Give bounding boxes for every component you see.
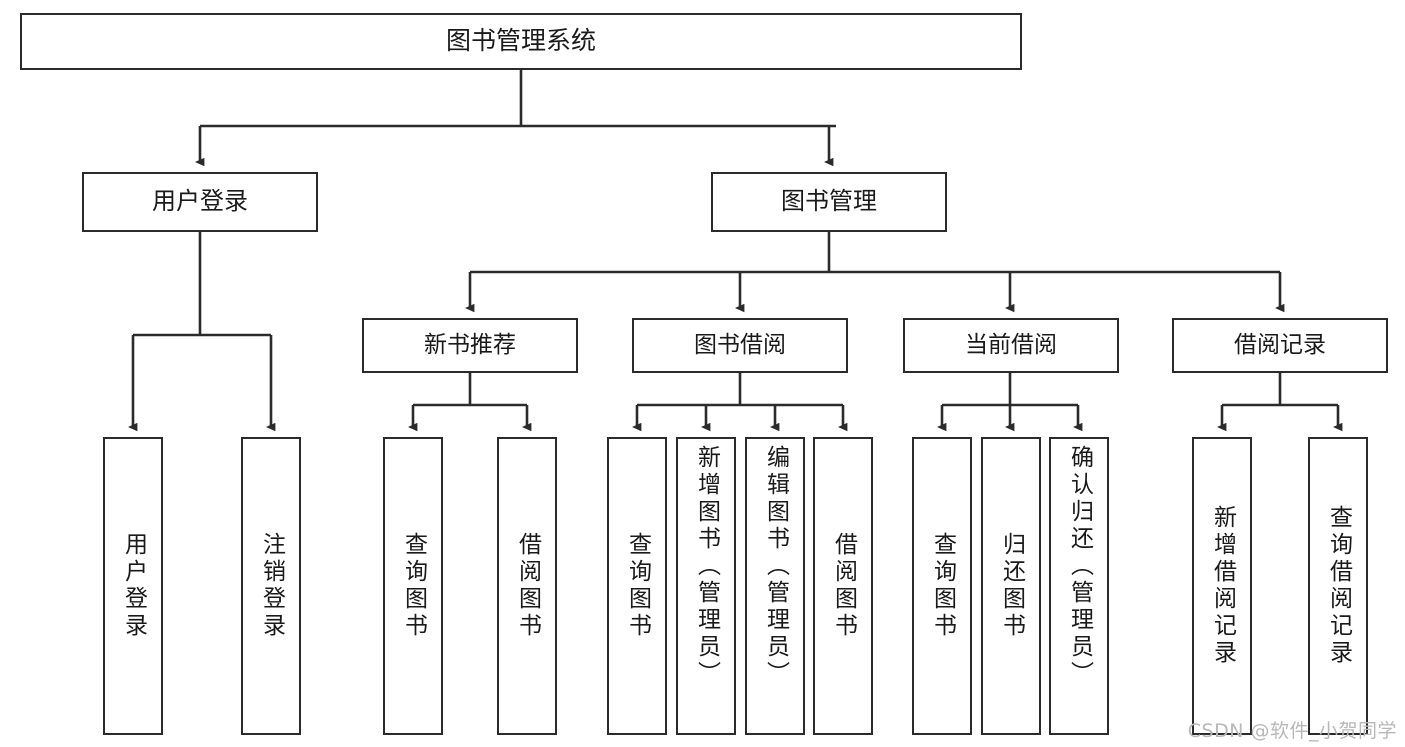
leaf-query-book-recommend[interactable]: 查询图书 bbox=[383, 437, 443, 735]
node-label: 新书推荐 bbox=[424, 332, 516, 359]
node-borrow-record[interactable]: 借阅记录 bbox=[1172, 318, 1388, 373]
node-label: 查询借阅记录 bbox=[1325, 505, 1352, 667]
node-current-borrow[interactable]: 当前借阅 bbox=[903, 318, 1119, 373]
node-label: 查询图书 bbox=[400, 532, 427, 640]
node-label: 当前借阅 bbox=[965, 332, 1057, 359]
node-label: 新增借阅记录 bbox=[1209, 505, 1236, 667]
node-label: 图书借阅 bbox=[694, 332, 786, 359]
node-label: 归还图书 bbox=[998, 532, 1025, 640]
node-label: 查询图书 bbox=[624, 532, 651, 640]
csdn-watermark: CSDN @软件_小贺同学 bbox=[1187, 720, 1397, 742]
node-label: 新增图书（管理员） bbox=[693, 445, 720, 688]
leaf-query-book-borrow[interactable]: 查询图书 bbox=[607, 437, 667, 735]
node-label: 编辑图书（管理员） bbox=[762, 445, 789, 688]
node-label: 借阅图书 bbox=[830, 532, 857, 640]
leaf-user-login[interactable]: 用户登录 bbox=[103, 437, 163, 735]
node-label: 借阅记录 bbox=[1234, 332, 1326, 359]
node-user-login[interactable]: 用户登录 bbox=[82, 172, 318, 232]
leaf-add-book-admin[interactable]: 新增图书（管理员） bbox=[676, 437, 736, 735]
node-new-book-recommend[interactable]: 新书推荐 bbox=[362, 318, 578, 373]
node-label: 注销登录 bbox=[258, 532, 285, 640]
leaf-query-book-current[interactable]: 查询图书 bbox=[912, 437, 972, 735]
leaf-borrow-book-recommend[interactable]: 借阅图书 bbox=[497, 437, 557, 735]
node-label: 用户登录 bbox=[120, 532, 147, 640]
leaf-user-logout[interactable]: 注销登录 bbox=[241, 437, 301, 735]
node-label: 用户登录 bbox=[152, 187, 248, 216]
leaf-borrow-book[interactable]: 借阅图书 bbox=[813, 437, 873, 735]
node-label: 查询图书 bbox=[929, 532, 956, 640]
leaf-add-borrow-record[interactable]: 新增借阅记录 bbox=[1192, 437, 1252, 735]
leaf-confirm-return-admin[interactable]: 确认归还（管理员） bbox=[1049, 437, 1109, 735]
leaf-query-borrow-record[interactable]: 查询借阅记录 bbox=[1308, 437, 1368, 735]
node-book-management[interactable]: 图书管理 bbox=[711, 172, 947, 232]
leaf-edit-book-admin[interactable]: 编辑图书（管理员） bbox=[745, 437, 805, 735]
node-label: 借阅图书 bbox=[514, 532, 541, 640]
node-label: 图书管理系统 bbox=[445, 26, 596, 56]
node-root-book-management-system[interactable]: 图书管理系统 bbox=[20, 13, 1022, 70]
node-label: 确认归还（管理员） bbox=[1066, 445, 1093, 688]
node-book-borrow[interactable]: 图书借阅 bbox=[632, 318, 848, 373]
node-label: 图书管理 bbox=[781, 187, 877, 216]
leaf-return-book[interactable]: 归还图书 bbox=[981, 437, 1041, 735]
